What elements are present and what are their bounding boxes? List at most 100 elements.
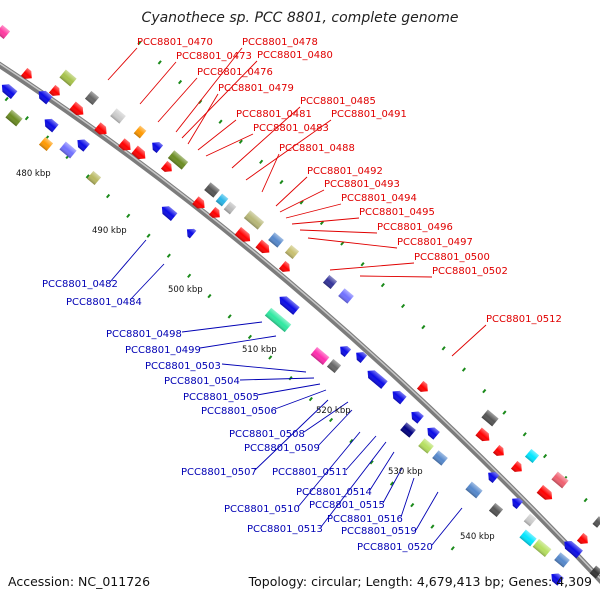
leader-line <box>431 507 463 546</box>
feature-shading <box>161 206 178 221</box>
gene-label[interactable]: PCC8801_0479 <box>218 83 294 94</box>
gc-tick-mark <box>319 220 325 226</box>
gene-label[interactable]: PCC8801_0515 <box>309 500 385 511</box>
leader-line <box>256 383 321 396</box>
gene-label[interactable]: PCC8801_0498 <box>106 329 182 340</box>
feature-shading <box>186 228 197 239</box>
gene-label[interactable]: PCC8801_0483 <box>253 123 329 134</box>
gc-tick-mark <box>259 159 264 164</box>
feature-shading <box>340 346 352 358</box>
gene-label[interactable]: PCC8801_0504 <box>164 376 240 387</box>
gene-label[interactable]: PCC8801_0485 <box>300 96 376 107</box>
gene-label[interactable]: PCC8801_0503 <box>145 361 221 372</box>
leader-line <box>157 77 198 123</box>
gene-label[interactable]: PCC8801_0482 <box>42 279 118 290</box>
gene-label[interactable]: PCC8801_0519 <box>341 526 417 537</box>
feature-shading <box>432 450 448 466</box>
feature-shading <box>492 444 504 456</box>
leader-line <box>129 263 165 301</box>
feature-shading <box>519 529 537 547</box>
feature-shading <box>69 101 84 116</box>
gene-label[interactable]: PCC8801_0508 <box>229 429 305 440</box>
feature-shading <box>418 438 434 454</box>
gene-label[interactable]: PCC8801_0509 <box>244 443 320 454</box>
feature-shading <box>152 142 164 154</box>
gene-label[interactable]: PCC8801_0478 <box>242 37 318 48</box>
gene-label[interactable]: PCC8801_0499 <box>125 345 201 356</box>
gene-label[interactable]: PCC8801_0497 <box>397 237 473 248</box>
gene-label[interactable]: PCC8801_0520 <box>357 542 433 553</box>
leader-line <box>345 435 377 471</box>
gc-tick-mark <box>207 293 212 299</box>
ruler-tick-label: 490 kbp <box>92 226 127 236</box>
leader-line <box>239 377 315 381</box>
gene-label[interactable]: PCC8801_0470 <box>137 37 213 48</box>
feature-shading <box>284 244 300 260</box>
feature-shading <box>86 170 102 186</box>
gene-label[interactable]: PCC8801_0480 <box>257 50 333 61</box>
feature-shading <box>576 532 588 544</box>
gene-label[interactable]: PCC8801_0514 <box>296 487 372 498</box>
ruler-tick-label: 510 kbp <box>242 345 277 355</box>
feature-shading <box>264 307 292 333</box>
gc-tick-mark <box>389 481 395 486</box>
gc-tick-mark <box>380 282 385 288</box>
gene-label[interactable]: PCC8801_0484 <box>66 297 142 308</box>
gene-label[interactable]: PCC8801_0505 <box>183 392 259 403</box>
leader-line <box>317 409 353 447</box>
feature-shading <box>1 84 18 99</box>
feature-shading <box>551 471 569 489</box>
feature-shading <box>192 196 205 209</box>
leader-line <box>139 61 177 105</box>
gene-label[interactable]: PCC8801_0488 <box>279 143 355 154</box>
leader-line <box>415 491 439 531</box>
ruler-labels: 480 kbp 490 kbp 500 kbp 510 kbp 520 kbp … <box>16 169 495 542</box>
gene-label[interactable]: PCC8801_0511 <box>272 467 348 478</box>
gene-label[interactable]: PCC8801_0476 <box>197 67 273 78</box>
gene-label[interactable]: PCC8801_0500 <box>414 252 490 263</box>
feature-shading <box>367 370 388 389</box>
gc-tick-mark <box>369 460 374 465</box>
gene-label[interactable]: PCC8801_0507 <box>181 467 257 478</box>
gc-tick-mark <box>441 346 446 351</box>
gene-label[interactable]: PCC8801_0516 <box>327 514 403 525</box>
feature-shading <box>416 380 428 392</box>
gene-label[interactable]: PCC8801_0491 <box>331 109 407 120</box>
gene-label[interactable]: PCC8801_0510 <box>224 504 300 515</box>
leader-line <box>175 47 243 133</box>
feature-shading <box>564 540 583 559</box>
gene-label[interactable]: PCC8801_0502 <box>432 266 508 277</box>
feature-shading <box>532 539 552 557</box>
feature-shading <box>427 427 440 440</box>
gene-label[interactable]: PCC8801_0496 <box>377 222 453 233</box>
feature-shading <box>38 136 54 152</box>
feature-shading <box>392 390 407 405</box>
genome-backbone-highlight <box>0 62 600 580</box>
feature-shading <box>133 125 147 139</box>
gene-label[interactable]: PCC8801_0512 <box>486 314 562 325</box>
gc-tick-mark <box>227 314 232 319</box>
gene-label[interactable]: PCC8801_0493 <box>324 179 400 190</box>
gc-tick-mark <box>4 96 9 102</box>
feature-shading <box>255 239 270 254</box>
gc-tick-mark <box>308 396 313 402</box>
ruler-tick-label: 530 kbp <box>388 467 423 477</box>
feature-shading <box>77 139 90 152</box>
gene-label[interactable]: PCC8801_0494 <box>341 193 417 204</box>
accession-text: Accession: NC_011726 <box>8 574 150 589</box>
gene-label[interactable]: PCC8801_0481 <box>236 109 312 120</box>
gene-label[interactable]: PCC8801_0513 <box>247 524 323 535</box>
gc-tick-mark <box>24 116 29 121</box>
feature-shading <box>44 118 59 133</box>
gene-label[interactable]: PCC8801_0506 <box>201 406 277 417</box>
leader-line <box>285 203 342 219</box>
gene-label[interactable]: PCC8801_0495 <box>359 207 435 218</box>
gc-tick-mark <box>299 200 304 205</box>
gc-tick-mark <box>450 546 455 551</box>
feature-shading <box>204 182 220 198</box>
gc-tick-mark <box>187 273 192 278</box>
leader-line <box>254 399 329 471</box>
gene-label[interactable]: PCC8801_0473 <box>176 51 252 62</box>
gene-label[interactable]: PCC8801_0492 <box>307 166 383 177</box>
leader-line <box>275 176 308 207</box>
